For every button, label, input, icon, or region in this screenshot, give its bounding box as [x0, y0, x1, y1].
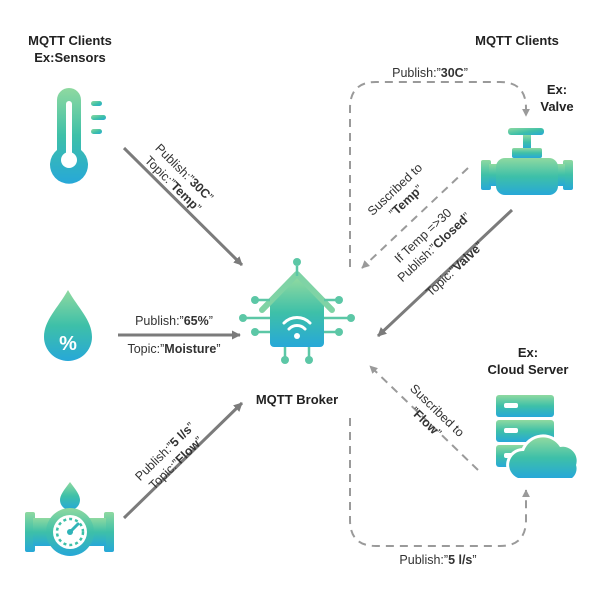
arrow-temp-to-broker	[122, 146, 244, 267]
bottom-delivery-label: Publish:”5 l/s”	[399, 553, 476, 567]
valve-subscription-labels: Suscribed to ”Temp”	[365, 161, 426, 221]
cloud-name: Cloud Server	[488, 362, 569, 377]
temp-link-labels: Publish:”30C” Topic:”Temp”	[142, 141, 216, 215]
moisture-publish-label: Publish:”65%”	[135, 314, 213, 328]
flow-link-labels: Publish:”5 l/s” Topic:”Flow”	[132, 420, 205, 493]
cloud-subscription-labels: Suscribed to ”Flow”	[407, 381, 467, 439]
valve-name: Valve	[540, 99, 573, 114]
arrow-flow-to-broker	[122, 401, 244, 520]
cloud-server-icon	[496, 395, 580, 481]
flow-meter-icon	[25, 482, 114, 556]
broker-label: MQTT Broker	[256, 392, 338, 407]
arrow-broker-subscription-flow	[369, 365, 479, 471]
cloud-example-prefix: Ex:	[518, 345, 538, 360]
smart-home-wifi-icon	[239, 258, 355, 364]
arrow-bottom-delivery-loop	[349, 418, 530, 547]
thermometer-icon	[49, 88, 106, 184]
arrow-top-delivery-loop	[349, 81, 530, 267]
svg-text:%: %	[59, 333, 77, 355]
water-drop-percent-icon: %	[44, 290, 92, 361]
top-delivery-label: Publish:”30C”	[392, 66, 468, 80]
arrow-broker-subscription-temp	[361, 167, 469, 269]
valve-example-prefix: Ex:	[547, 82, 567, 97]
left-clients-example: Ex:Sensors	[34, 50, 106, 65]
moisture-topic-label: Topic:”Moisture”	[127, 342, 220, 356]
arrow-valve-to-broker	[376, 208, 514, 338]
right-clients-heading: MQTT Clients	[475, 33, 559, 48]
left-clients-heading: MQTT Clients	[28, 33, 112, 48]
valve-icon	[481, 128, 573, 195]
